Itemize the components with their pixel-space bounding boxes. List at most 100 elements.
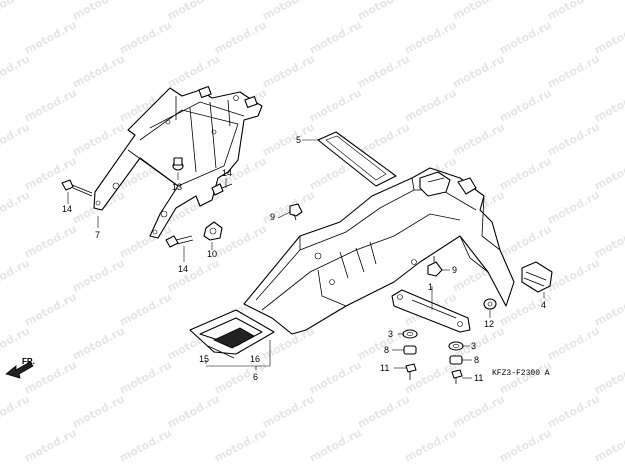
callout-12: 12 bbox=[484, 319, 494, 329]
bolt-14-right bbox=[211, 183, 233, 196]
nut-10 bbox=[203, 221, 223, 241]
watermark-text: motod.ru bbox=[355, 324, 412, 362]
watermark-text: motod.ru bbox=[545, 0, 602, 23]
bolt-14-middle bbox=[165, 235, 194, 248]
watermark-text: motod.ru bbox=[592, 426, 625, 464]
bracket-1 bbox=[391, 289, 471, 333]
watermark-text: motod.ru bbox=[260, 0, 317, 23]
leader-lines bbox=[67, 139, 545, 379]
watermark-text: motod.ru bbox=[592, 358, 625, 396]
watermark-text: motod.ru bbox=[22, 18, 79, 56]
watermark-text: motod.ru bbox=[355, 52, 412, 90]
watermark-text: motod.ru bbox=[212, 426, 269, 464]
watermark-text: motod.ru bbox=[592, 222, 625, 260]
callout-14-right: 14 bbox=[222, 168, 232, 178]
watermark-text: motod.ru bbox=[497, 18, 554, 56]
watermark-text: motod.ru bbox=[545, 256, 602, 294]
callout-3-left: 3 bbox=[388, 329, 393, 339]
watermark-text: motod.ru bbox=[260, 52, 317, 90]
callout-9-upper: 9 bbox=[270, 212, 275, 222]
callout-10: 10 bbox=[207, 249, 217, 259]
rear-fender bbox=[243, 167, 515, 335]
watermark-text: motod.ru bbox=[0, 256, 32, 294]
callout-14-left: 14 bbox=[62, 204, 72, 214]
callout-11-left: 11 bbox=[380, 363, 389, 373]
watermark-text: motod.ru bbox=[355, 0, 412, 23]
nut-12 bbox=[483, 298, 497, 310]
watermark-text: motod.ru bbox=[0, 0, 32, 23]
callout-7: 7 bbox=[95, 230, 100, 240]
callout-11-right: 11 bbox=[474, 373, 483, 383]
gasket-5 bbox=[317, 131, 397, 187]
watermark-text: motod.ru bbox=[545, 188, 602, 226]
callout-3-right: 3 bbox=[471, 341, 476, 351]
callout-labels: 1 3 3 4 5 6 7 8 8 9 9 10 11 11 12 13 14 … bbox=[62, 135, 546, 383]
clip-9-upper bbox=[289, 203, 303, 221]
watermark-text: motod.ru bbox=[165, 0, 222, 23]
reflector-4 bbox=[521, 261, 553, 293]
watermark-text: motod.ru bbox=[70, 52, 127, 90]
callout-16: 16 bbox=[250, 354, 260, 364]
watermark-text: motod.ru bbox=[592, 290, 625, 328]
watermark-text: motod.ru bbox=[545, 392, 602, 430]
callout-4: 4 bbox=[541, 300, 546, 310]
watermark-text: motod.ru bbox=[0, 392, 32, 430]
watermark-text: motod.ru bbox=[402, 86, 459, 124]
callout-8-right: 8 bbox=[474, 355, 479, 365]
watermark-text: motod.ru bbox=[22, 86, 79, 124]
watermark-text: motod.ru bbox=[260, 120, 317, 158]
watermark-text: motod.ru bbox=[70, 120, 127, 158]
bolt-14-left bbox=[61, 179, 93, 197]
watermark-text: motod.ru bbox=[592, 18, 625, 56]
callout-13: 13 bbox=[172, 182, 182, 192]
callout-9-right: 9 bbox=[452, 265, 457, 275]
watermark-text: motod.ru bbox=[117, 290, 174, 328]
collar-8-right bbox=[449, 355, 463, 365]
watermark-text: motod.ru bbox=[402, 18, 459, 56]
callout-8-left: 8 bbox=[384, 345, 389, 355]
watermark-text: motod.ru bbox=[117, 426, 174, 464]
watermark-text: motod.ru bbox=[165, 52, 222, 90]
watermark-text: motod.ru bbox=[117, 358, 174, 396]
watermark-text: motod.ru bbox=[22, 426, 79, 464]
watermark-text: motod.ru bbox=[497, 154, 554, 192]
watermark-text: motod.ru bbox=[260, 188, 317, 226]
watermark-text: motod.ru bbox=[165, 392, 222, 430]
watermark-text: motod.ru bbox=[212, 358, 269, 396]
watermark-text: motod.ru bbox=[117, 18, 174, 56]
watermark-text: motod.ru bbox=[402, 426, 459, 464]
watermark-text: motod.ru bbox=[545, 120, 602, 158]
watermark-text: motod.ru bbox=[450, 392, 507, 430]
watermark-text: motod.ru bbox=[22, 290, 79, 328]
watermark-text: motod.ru bbox=[450, 52, 507, 90]
clip-9-right bbox=[427, 256, 443, 277]
callout-1: 1 bbox=[428, 282, 433, 292]
watermark-text: motod.ru bbox=[260, 392, 317, 430]
watermark-text: motod.ru bbox=[355, 392, 412, 430]
callout-5: 5 bbox=[296, 135, 301, 145]
watermark-text: motod.ru bbox=[450, 0, 507, 23]
watermark-text: motod.ru bbox=[307, 358, 364, 396]
callout-15: 15 bbox=[199, 354, 209, 364]
washer-3-right bbox=[448, 341, 464, 351]
nut-13 bbox=[172, 157, 184, 171]
watermark-text: motod.ru bbox=[22, 222, 79, 260]
watermark-text: motod.ru bbox=[212, 18, 269, 56]
washer-3-left bbox=[402, 329, 418, 339]
watermark-text: motod.ru bbox=[70, 0, 127, 23]
watermark-text: motod.ru bbox=[0, 188, 32, 226]
fr-direction-label: FR. bbox=[22, 357, 35, 366]
watermark-text: motod.ru bbox=[545, 52, 602, 90]
callout-14-middle: 14 bbox=[178, 264, 188, 274]
watermark-text: motod.ru bbox=[165, 256, 222, 294]
watermark-text: motod.ru bbox=[70, 392, 127, 430]
watermark-text: motod.ru bbox=[307, 86, 364, 124]
diagram-code: KFZ3-F2300 A bbox=[492, 369, 550, 378]
bolt-11-right bbox=[451, 369, 463, 384]
mud-flap-6 bbox=[189, 309, 275, 359]
watermark-text: motod.ru bbox=[545, 324, 602, 362]
watermark-text: motod.ru bbox=[0, 120, 32, 158]
callout-6: 6 bbox=[253, 372, 258, 382]
watermark-text: motod.ru bbox=[307, 18, 364, 56]
